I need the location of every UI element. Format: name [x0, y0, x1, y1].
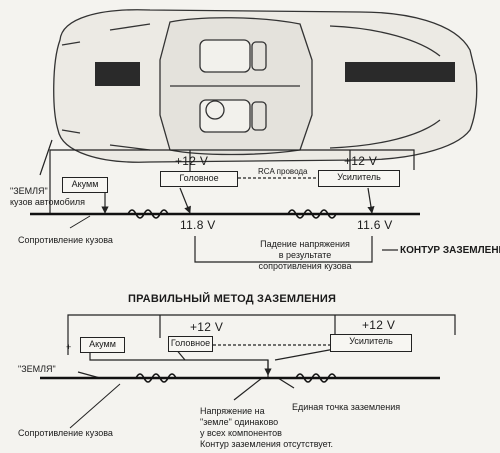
top-head-unit-box: Головное: [160, 171, 238, 187]
top-amplifier-box: Усилитель: [318, 170, 400, 187]
bottom-amplifier-box: Усилитель: [330, 334, 412, 352]
note-line-1: Напряжение на: [200, 406, 265, 416]
top-circuit-wires: [39, 139, 415, 263]
rca-label: RCA провода: [258, 167, 308, 176]
bottom-body-resistance: Сопротивление кузова: [18, 428, 113, 438]
car-stripe-front: [95, 62, 140, 86]
bottom-plus12-right: +12 V: [362, 318, 396, 332]
car-stripe-rear: [345, 62, 455, 82]
top-battery-box: Акумм: [62, 177, 108, 193]
bottom-resistor-left: [135, 373, 177, 383]
top-plus12-right: +12 V: [344, 154, 378, 168]
note-line-4: Контур заземления отсутствует.: [200, 439, 334, 449]
ground-loop-title: КОНТУР ЗАЗЕМЛЕНИЯ: [400, 245, 500, 256]
bottom-circuit-wires: [67, 314, 456, 401]
car-top-view: [53, 9, 478, 163]
top-voltage-right: 11.6 V: [357, 218, 393, 232]
note-line-3: у всех компонентов: [200, 428, 282, 438]
single-ground-point-label: Единая точка заземления: [292, 402, 401, 412]
bottom-resistor-right: [295, 373, 337, 383]
bottom-plus12-left: +12 V: [190, 320, 224, 334]
top-resistor-left: [127, 209, 169, 219]
bottom-ground-label: "ЗЕМЛЯ": [18, 364, 56, 374]
top-body-resistance: Сопротивление кузова: [18, 235, 113, 245]
drop-line-1: Падение напряжения: [260, 239, 350, 249]
top-voltage-left: 11.8 V: [180, 218, 216, 232]
note-line-2: "земле" одинаково: [200, 417, 279, 427]
bottom-head-unit-box: Головное: [168, 336, 213, 352]
drop-line-3: сопротивления кузова: [258, 261, 352, 271]
top-plus12-left: +12 V: [175, 154, 209, 168]
battery-plus-sign: +: [66, 342, 72, 352]
top-resistor-right: [287, 209, 337, 219]
drop-line-2: в результате: [278, 250, 332, 260]
top-ground-label: "ЗЕМЛЯ": [10, 186, 48, 196]
top-ground-sub: кузов автомобиля: [10, 197, 85, 207]
correct-method-title: ПРАВИЛЬНЫЙ МЕТОД ЗАЗЕМЛЕНИЯ: [128, 293, 337, 305]
bottom-battery-box: Акумм: [80, 337, 125, 353]
